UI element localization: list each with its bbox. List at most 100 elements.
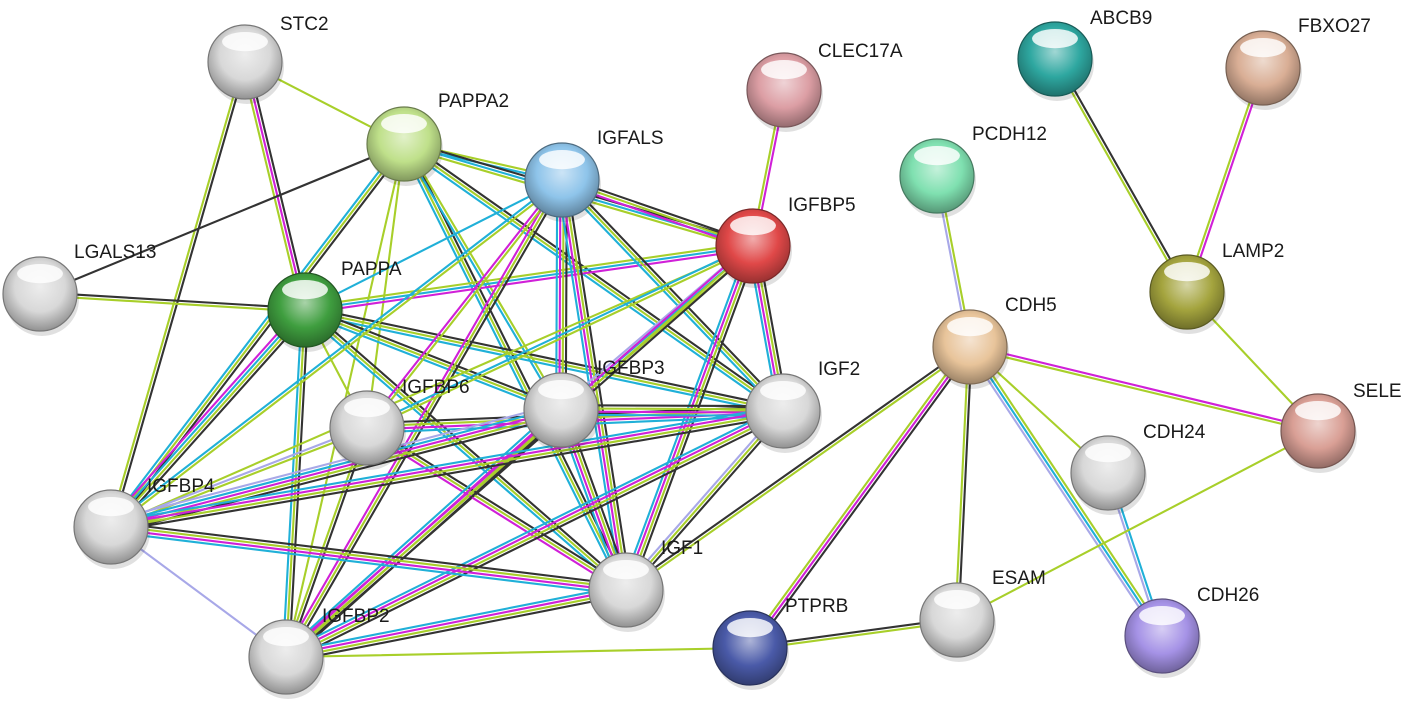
edge-igfals-igfbp6-green: [367, 179, 565, 431]
node-highlight: [760, 381, 806, 401]
node-lgals13[interactable]: [2, 256, 79, 336]
edge-cdh5-esam-green: [954, 345, 970, 621]
node-stc2[interactable]: [207, 24, 284, 104]
edge-igf1-igfbp2-green: [285, 590, 628, 660]
label-igfbp6: IGFBP6: [402, 377, 470, 398]
edge-pappa-igf1-green: [303, 308, 628, 592]
node-ptprb[interactable]: [712, 610, 789, 690]
edge-pappa2-igfbp4-cyan: [107, 141, 403, 527]
label-igfbp2: IGFBP2: [322, 606, 390, 627]
edge-igfals-igfbp2-green: [284, 178, 564, 659]
edge-pappa2-igfbp4-black: [112, 144, 408, 530]
edge-pappa-igfbp4-cyan: [108, 307, 305, 527]
edge-pappa-igfbp4-magenta: [106, 305, 303, 525]
node-highlight: [282, 280, 328, 300]
edge-igfbp6-igfbp2-green: [283, 426, 367, 658]
edge-cdh5-esam-black: [957, 346, 973, 622]
node-igf2[interactable]: [745, 373, 822, 453]
node-igfbp2[interactable]: [248, 619, 325, 699]
node-lamp2[interactable]: [1149, 254, 1226, 334]
node-igfbp3[interactable]: [523, 372, 600, 452]
edge-igfbp3-igfbp2-magenta: [283, 407, 561, 657]
edge-fbxo27-lamp2-green: [1184, 66, 1263, 293]
edge-pappa-igfbp4-green: [111, 310, 308, 530]
edge-layer: [38, 57, 1320, 663]
label-igf1: IGF1: [661, 538, 703, 559]
edge-cdh5-ptprb-magenta: [748, 345, 972, 650]
node-highlight: [1295, 401, 1341, 421]
label-ptprb: PTPRB: [785, 596, 848, 617]
edge-igfals-igfbp3-cyan: [555, 178, 559, 412]
node-highlight: [381, 114, 427, 134]
label-layer: STC2PAPPA2IGFALSCLEC17AIGFBP5LGALS13PAPP…: [74, 8, 1402, 627]
node-pappa2[interactable]: [366, 106, 443, 186]
label-lamp2: LAMP2: [1222, 241, 1284, 262]
node-esam[interactable]: [919, 582, 996, 662]
edge-igfbp3-igfbp2-cyan: [281, 405, 559, 655]
node-highlight: [344, 398, 390, 418]
edge-stc2-igfbp4-black: [111, 61, 248, 529]
edge-igfbp3-igfbp4-black: [111, 415, 564, 535]
label-igfbp3: IGFBP3: [597, 358, 665, 379]
label-cdh5: CDH5: [1005, 295, 1057, 316]
edge-igfals-igfbp4-green: [110, 180, 565, 530]
edge-pappa-igfbp2-green: [284, 308, 307, 659]
node-highlight: [727, 618, 773, 638]
edge-igfbp3-igfbp4-green: [110, 412, 563, 532]
node-igfals[interactable]: [524, 142, 601, 222]
node-clec17a[interactable]: [746, 52, 823, 132]
edge-igfbp4-igf1-black: [110, 521, 628, 587]
edge-igfbp6-igf1-magenta: [364, 429, 626, 594]
node-highlight: [222, 32, 268, 52]
node-cdh24[interactable]: [1070, 435, 1147, 515]
label-igfbp5: IGFBP5: [788, 195, 856, 216]
node-highlight: [17, 264, 63, 284]
edge-cdh5-ptprb-green: [746, 344, 969, 648]
label-pappa: PAPPA: [341, 259, 402, 280]
label-esam: ESAM: [992, 568, 1046, 589]
edge-pappa-igfbp3-black: [305, 305, 564, 409]
edge-pappa2-igf1-black: [405, 141, 630, 590]
node-highlight: [88, 497, 134, 517]
node-abcb9[interactable]: [1017, 21, 1094, 101]
label-lgals13: LGALS13: [74, 242, 156, 263]
node-highlight: [263, 627, 309, 647]
node-igfbp6[interactable]: [329, 390, 406, 470]
label-sele: SELE: [1353, 381, 1402, 402]
edge-igfals-igfbp4-cyan: [108, 177, 563, 527]
node-cdh5[interactable]: [932, 309, 1009, 389]
edge-igf1-cdh5-green: [625, 347, 972, 593]
edge-cdh5-cdh26-lavender: [966, 347, 1161, 639]
edge-igfbp3-igfbp4-lavender: [108, 402, 561, 522]
node-highlight: [603, 560, 649, 580]
node-sele[interactable]: [1280, 393, 1357, 473]
edge-lgals13-pappa-black: [39, 291, 307, 310]
edge-abcb9-lamp2-green: [1052, 58, 1187, 294]
node-igfbp5[interactable]: [715, 208, 792, 288]
edge-esam-sele-green: [955, 429, 1320, 622]
label-igfals: IGFALS: [597, 128, 664, 149]
edge-igf2-igf1-black: [627, 412, 787, 594]
label-cdh26: CDH26: [1197, 585, 1259, 606]
edge-abcb9-lamp2-black: [1055, 57, 1190, 293]
node-fbxo27[interactable]: [1225, 30, 1302, 110]
node-highlight: [934, 590, 980, 610]
node-pcdh12[interactable]: [899, 138, 976, 218]
edge-igfbp2-ptprb-green: [284, 646, 752, 659]
edge-igfbp5-igfbp6-green: [366, 246, 755, 431]
node-highlight: [538, 380, 584, 400]
edge-pappa-igfbp3-cyan: [302, 311, 561, 415]
edge-igfals-igf2-green: [560, 178, 785, 413]
edge-pappa-igfals-cyan: [303, 178, 564, 312]
node-pappa[interactable]: [267, 272, 344, 352]
edge-igf1-cdh5-black: [624, 344, 971, 590]
node-cdh26[interactable]: [1124, 598, 1201, 678]
edge-pappa-igfbp5-cyan: [303, 244, 755, 312]
node-igfbp4[interactable]: [73, 489, 150, 569]
node-igf1[interactable]: [588, 552, 665, 632]
edge-cdh5-sele-green: [968, 347, 1319, 434]
node-layer: [2, 21, 1357, 699]
node-highlight: [1085, 443, 1131, 463]
edge-stc2-pappa-magenta: [243, 60, 307, 312]
